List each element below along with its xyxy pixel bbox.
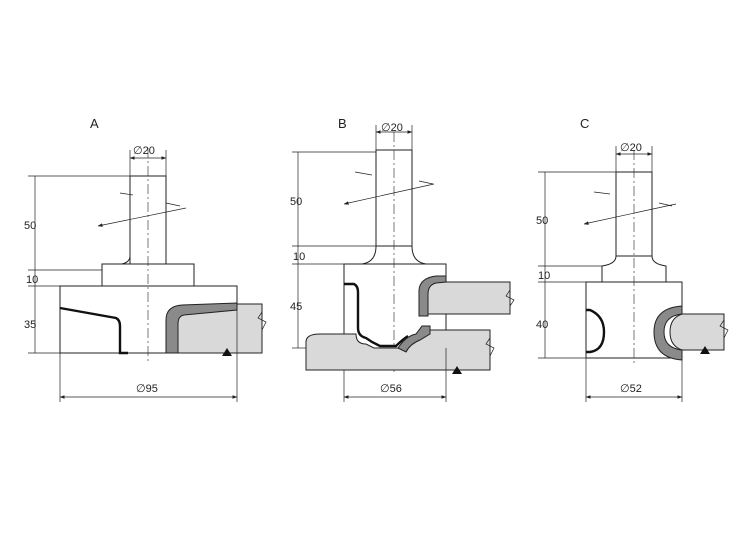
tool-b-break-lower xyxy=(485,337,495,357)
tool-a-dim-collar: 10 xyxy=(26,274,38,286)
tool-c-workpiece xyxy=(669,313,725,351)
tool-b-dim-shank-dia-text: ∅20 xyxy=(381,122,403,134)
tool-a-dim-shank-len: 50 xyxy=(24,220,36,232)
tool-a-tick2 xyxy=(165,202,181,207)
tool-b-dim-collar: 10 xyxy=(293,251,305,263)
tool-a-dim-overall-text: ∅95 xyxy=(136,383,158,395)
tool-b: B ∅20 50 10 45 ∅56 xyxy=(290,116,515,402)
tool-c-profile xyxy=(653,305,683,361)
tool-c: C ∅20 50 10 40 ∅52 xyxy=(536,116,729,402)
tool-a-label: A xyxy=(90,116,99,131)
tool-b-tick xyxy=(354,171,373,176)
tool-c-dim-overall-text: ∅52 xyxy=(620,383,642,395)
tool-b-lower-profile xyxy=(397,325,431,353)
tool-a-marker xyxy=(222,348,232,356)
tool-a-fillet-left xyxy=(121,255,131,265)
tool-a-dim-cut-height: 35 xyxy=(24,319,36,331)
tool-b-marker xyxy=(452,366,462,374)
tool-b-rotation-arrow xyxy=(343,183,435,205)
tool-b-break-upper xyxy=(505,289,515,307)
tool-c-dim-collar: 10 xyxy=(538,270,550,282)
tool-a: A ∅20 50 10 35 ∅ xyxy=(24,116,267,402)
tool-c-dim-shank-dia-text: ∅20 xyxy=(620,142,642,154)
tool-c-tick2 xyxy=(658,202,673,207)
tool-c-tick xyxy=(593,191,611,195)
tool-a-rotation-arrow xyxy=(97,207,187,227)
tool-a-knife-profile xyxy=(59,306,128,355)
tool-b-dim-cut-height: 45 xyxy=(290,301,302,313)
tool-c-break-line xyxy=(719,319,729,339)
tool-c-rotation-arrow xyxy=(583,203,677,225)
tool-a-tick xyxy=(119,192,134,196)
tool-c-collar xyxy=(601,255,667,283)
tool-c-marker xyxy=(700,346,710,354)
tool-a-dim-shank-dia-text: ∅20 xyxy=(133,145,155,157)
tool-c-label: C xyxy=(580,116,589,131)
tool-c-dim-cut-height: 40 xyxy=(536,319,548,331)
tool-b-dim-shank-len: 50 xyxy=(290,196,302,208)
tool-c-knife-profile xyxy=(586,308,606,354)
tool-b-dim-overall-text: ∅56 xyxy=(380,383,402,395)
tool-b-knife-profile xyxy=(344,282,409,348)
tool-c-dim-shank-len: 50 xyxy=(536,215,548,227)
tool-b-upper-profile xyxy=(418,275,447,317)
tool-b-tick2 xyxy=(418,180,434,185)
tool-b-upper-board xyxy=(419,281,511,315)
tool-a-break-line xyxy=(257,311,267,331)
tool-b-label: B xyxy=(338,116,347,131)
